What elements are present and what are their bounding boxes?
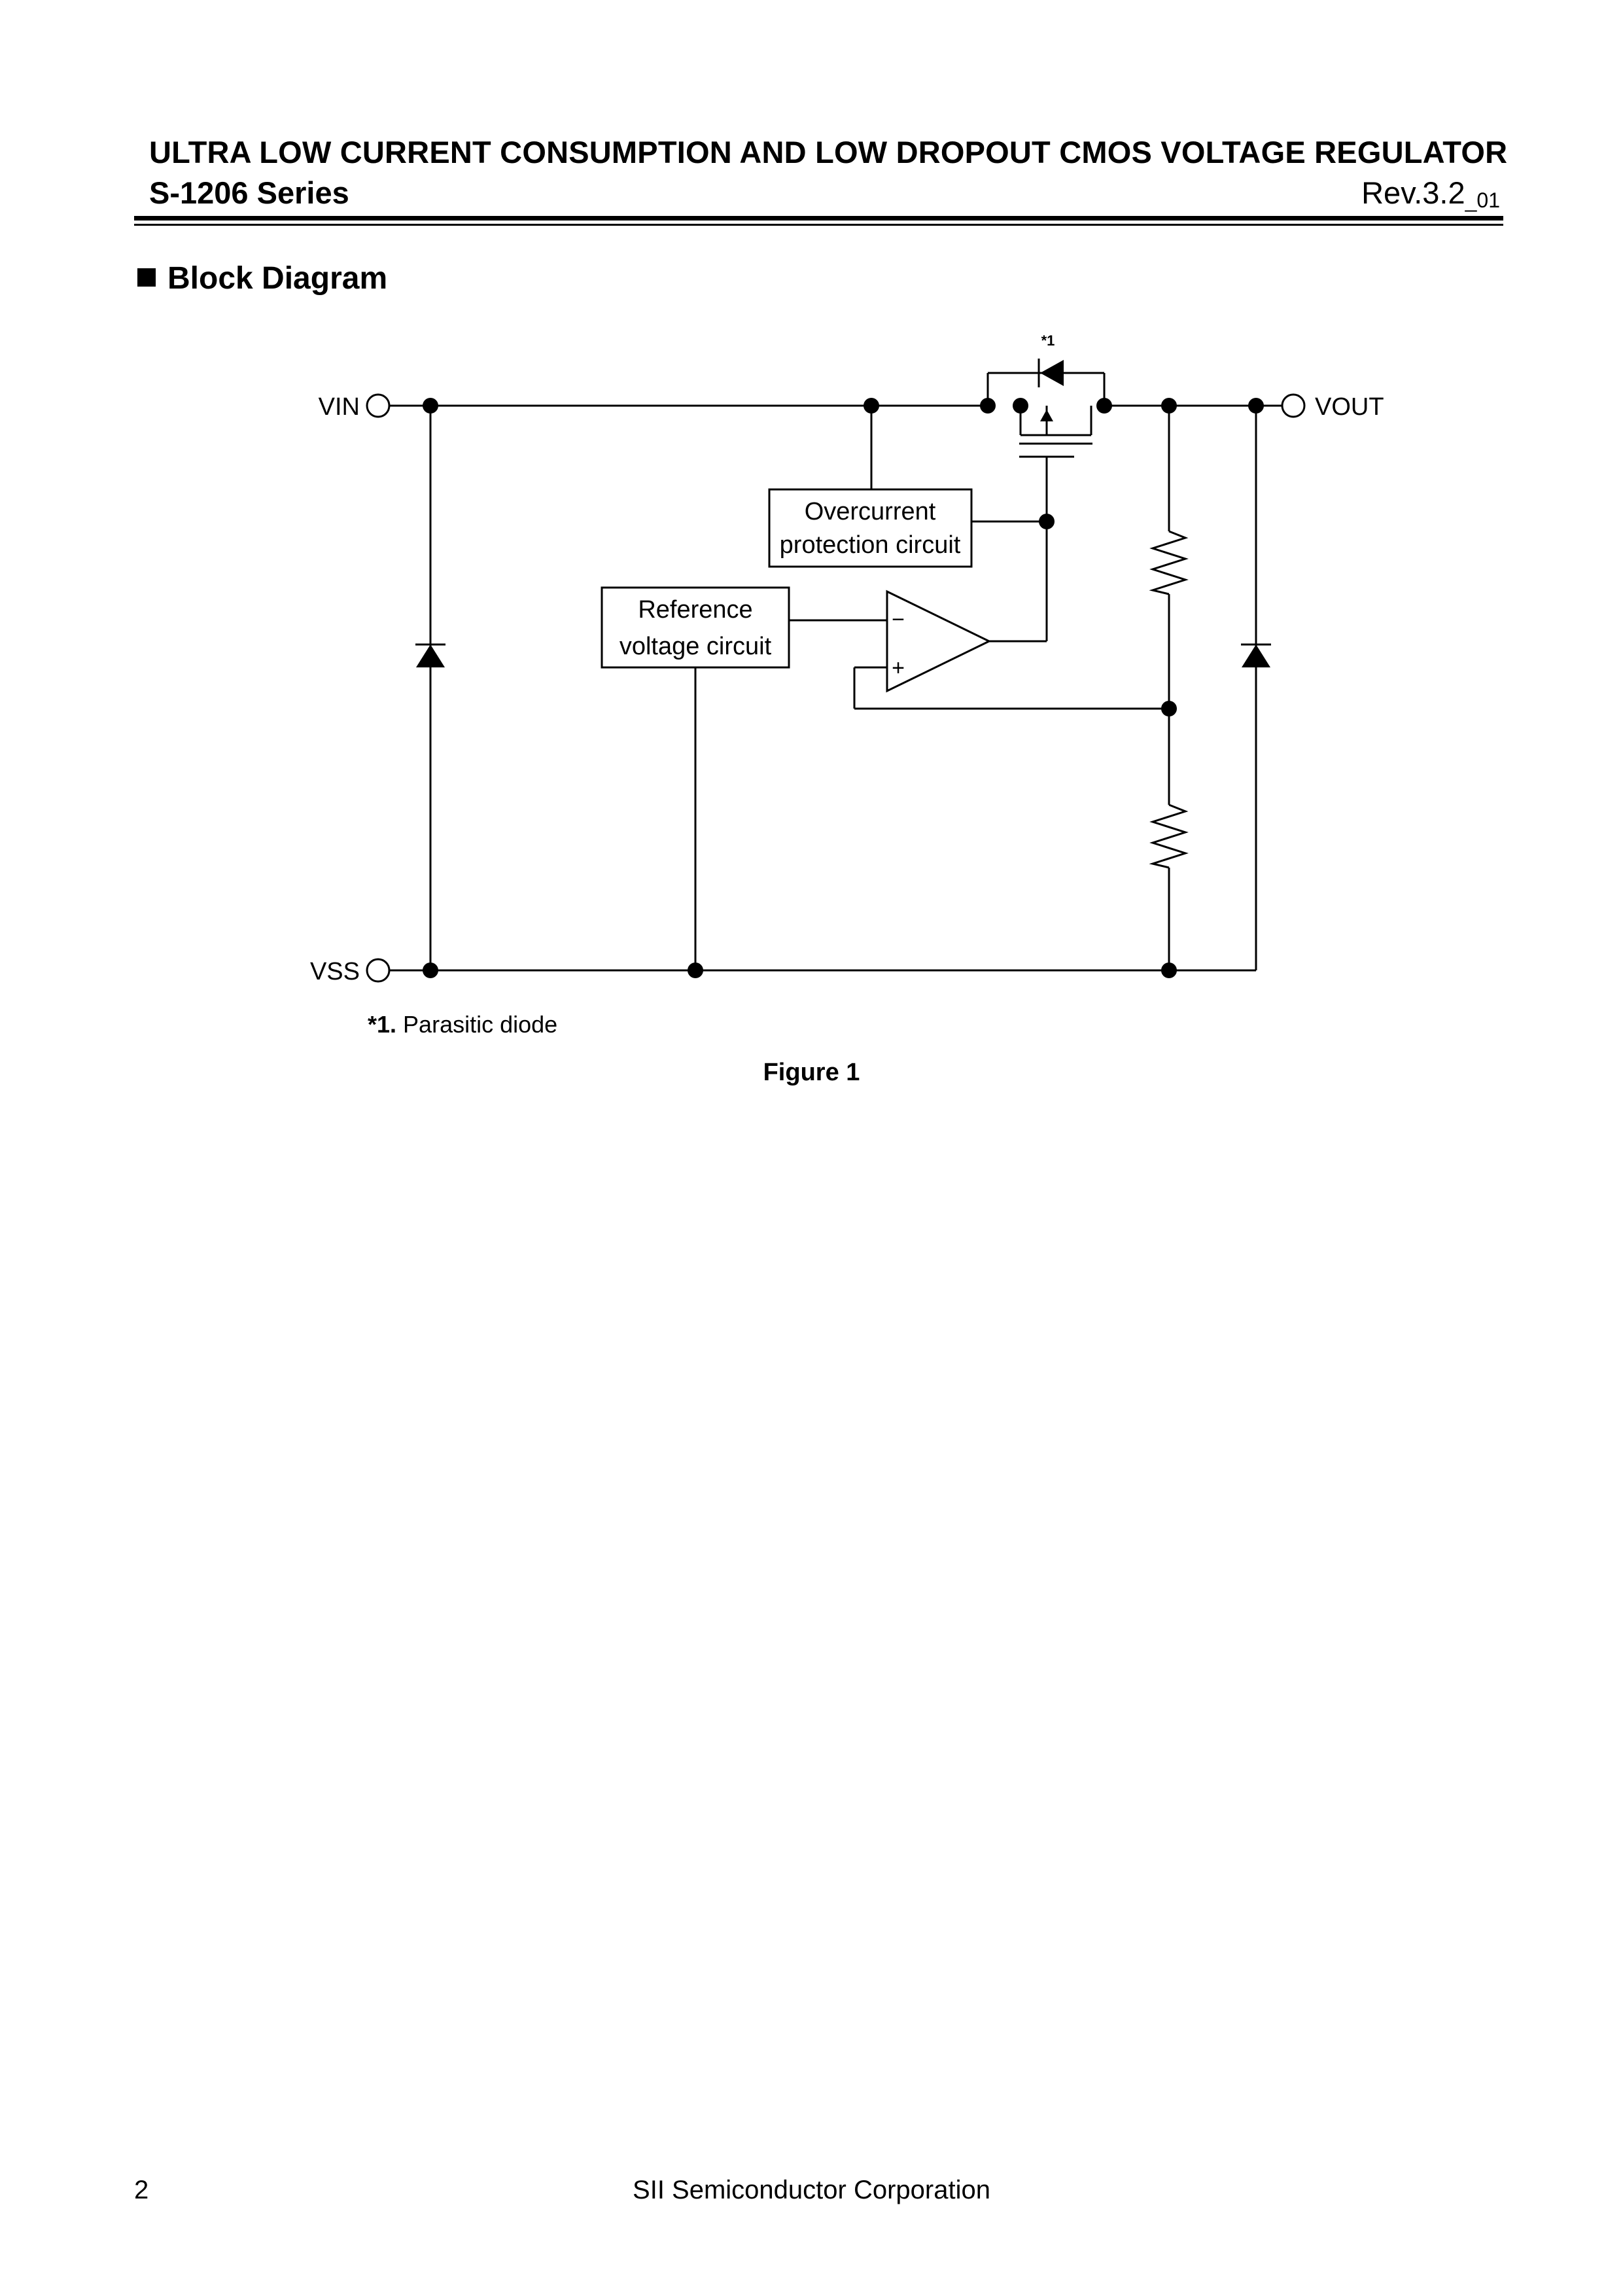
header-rule-thin — [134, 224, 1503, 226]
junction-dot — [1096, 398, 1112, 414]
vss-label: VSS — [310, 958, 360, 985]
document-title: ULTRA LOW CURRENT CONSUMPTION AND LOW DR… — [149, 135, 1508, 169]
revision: Rev.3.2_01 — [1361, 175, 1500, 213]
block-diagram: VIN VOUT VSS Overcurrent protection circ… — [310, 332, 1384, 985]
square-bullet-icon — [137, 268, 156, 287]
junction-dot — [1161, 963, 1177, 978]
junction-dot — [423, 963, 438, 978]
footnote-text: Parasitic diode — [396, 1011, 558, 1038]
junction-dot — [1013, 398, 1028, 414]
junction-dot — [1248, 398, 1264, 414]
vin-label: VIN — [319, 393, 360, 421]
page-number: 2 — [134, 2176, 149, 2204]
section-heading-text: Block Diagram — [167, 261, 388, 296]
junction-dot — [864, 398, 879, 414]
opamp-minus-sign: − — [892, 607, 905, 632]
header-rule-thick — [134, 216, 1503, 221]
reference-label-2: voltage circuit — [620, 633, 772, 660]
revision-sub: _01 — [1465, 188, 1500, 212]
vss-terminal — [366, 958, 391, 983]
revision-main: Rev.3.2 — [1361, 175, 1465, 210]
parasitic-diode — [1040, 360, 1064, 386]
reference-voltage-box — [601, 586, 790, 669]
series-name: S-1206 Series — [149, 175, 349, 210]
lower-resistor — [1149, 804, 1189, 869]
footnote: *1. Parasitic diode — [368, 1011, 557, 1038]
mosfet-body-arrow — [1040, 410, 1053, 421]
overcurrent-label-1: Overcurrent — [805, 498, 936, 525]
error-amplifier — [886, 590, 992, 693]
junction-dot — [1039, 514, 1055, 529]
opamp-plus-sign: + — [892, 656, 905, 680]
footer-company: SII Semiconductor Corporation — [633, 2176, 990, 2204]
junction-dot — [1161, 701, 1177, 716]
vout-label: VOUT — [1315, 393, 1384, 421]
junction-dot — [423, 398, 438, 414]
vout-terminal — [1281, 393, 1306, 418]
junction-dot — [688, 963, 703, 978]
parasitic-diode-marker: *1 — [1041, 332, 1055, 349]
footnote-marker: *1. — [368, 1011, 397, 1038]
junction-dot — [1161, 398, 1177, 414]
right-clamp-diode — [1242, 645, 1270, 667]
junction-dot — [980, 398, 996, 414]
upper-resistor — [1149, 530, 1189, 595]
figure-caption: Figure 1 — [763, 1059, 860, 1086]
vin-terminal — [366, 393, 391, 418]
left-clamp-diode — [416, 645, 445, 667]
reference-label-1: Reference — [638, 596, 752, 624]
overcurrent-label-2: protection circuit — [780, 531, 961, 559]
overcurrent-protection-box — [768, 488, 973, 568]
section-heading: Block Diagram — [137, 260, 387, 296]
